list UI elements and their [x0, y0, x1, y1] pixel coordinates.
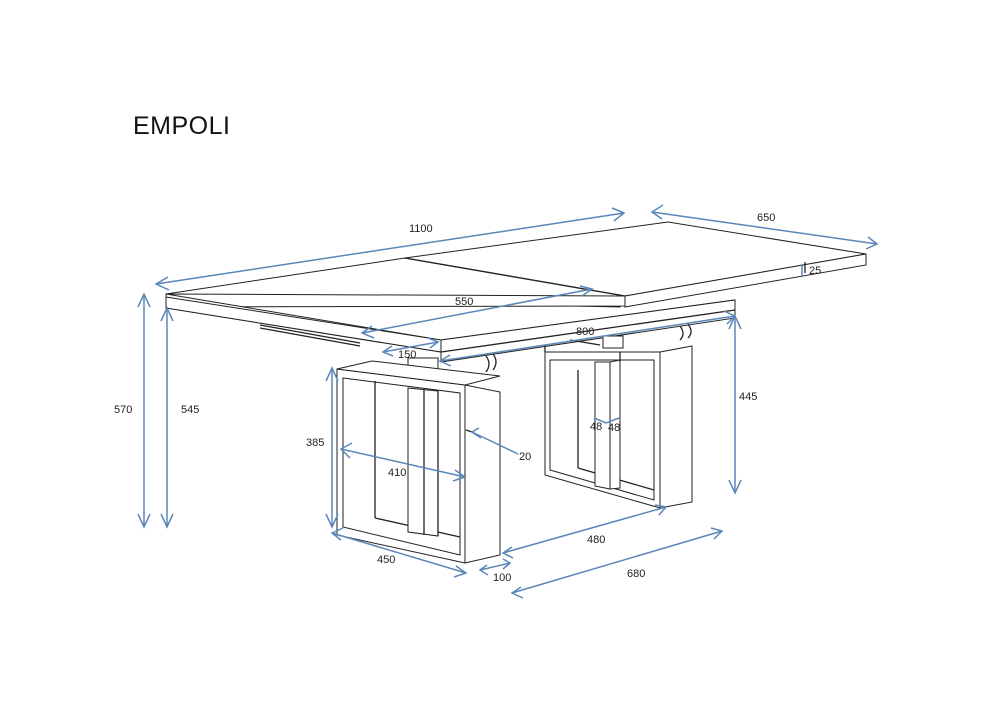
dim-top-width: 650: [757, 212, 776, 224]
dim-height-under-top: 545: [181, 404, 200, 416]
dim-column-offset: 150: [398, 349, 417, 361]
dimension-lines: [137, 204, 879, 599]
dim-leg-thickness: 100: [493, 572, 512, 584]
dim-leg-height: 385: [306, 437, 325, 449]
table-top: [165, 221, 867, 363]
dim-total-height: 570: [114, 404, 133, 416]
dim-rail-length: 800: [576, 326, 595, 338]
right-leg-frame: [544, 345, 693, 509]
dim-leg-inner-width: 410: [388, 467, 407, 479]
dim-top-thickness: 25: [809, 265, 822, 277]
dim-column-width: 48: [608, 422, 621, 434]
dim-top-length: 1100: [409, 223, 433, 235]
dim-half-top: 550: [455, 296, 474, 308]
dim-frame-thickness: 20: [519, 451, 532, 463]
dim-leg-depth: 450: [377, 554, 396, 566]
left-leg-frame: [336, 360, 501, 564]
product-title: EMPOLI: [133, 112, 231, 140]
dim-leg-gap: 480: [587, 534, 606, 546]
dim-lift-height: 445: [739, 391, 758, 403]
dim-column-depth: 48: [590, 421, 603, 433]
dim-base-span: 680: [627, 568, 646, 580]
